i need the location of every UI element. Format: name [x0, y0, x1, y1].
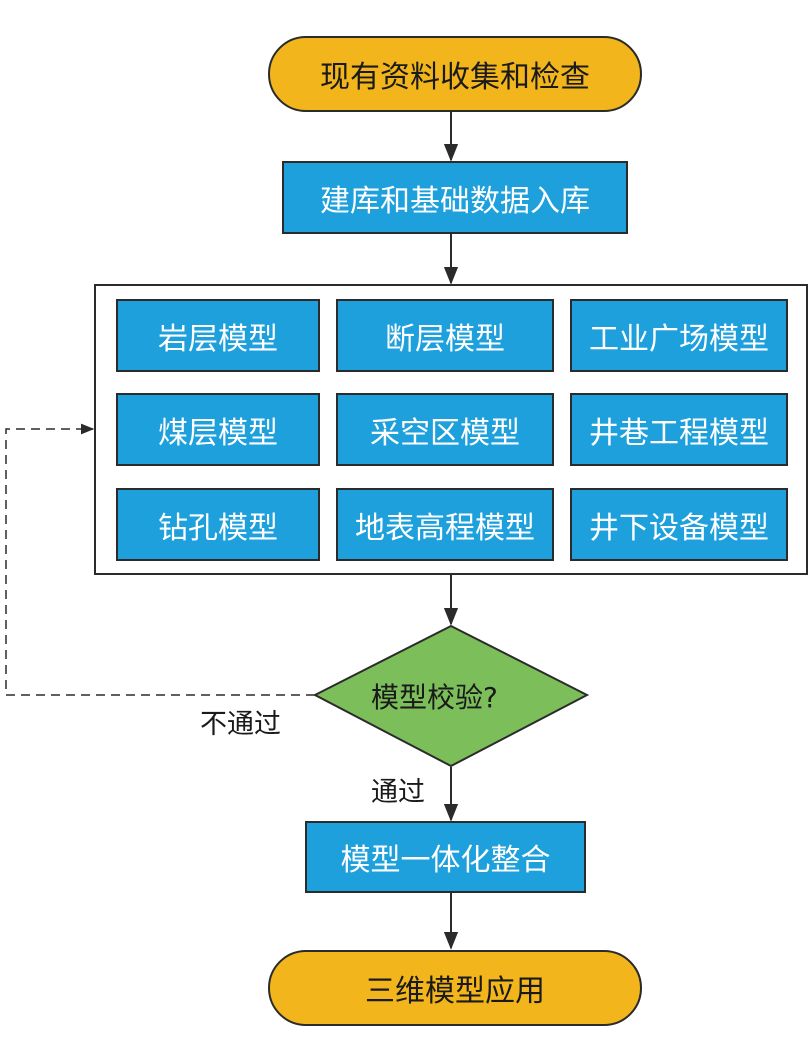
model-label: 井下设备模型: [589, 510, 769, 546]
build-db-step: 建库和基础数据入库: [282, 161, 628, 234]
model-goaf: 采空区模型: [336, 393, 554, 466]
model-underground-equipment: 井下设备模型: [570, 488, 788, 561]
model-label: 井巷工程模型: [589, 415, 769, 451]
model-label: 工业广场模型: [589, 321, 769, 357]
start-label: 现有资料收集和检查: [320, 60, 590, 95]
model-label: 采空区模型: [370, 415, 520, 451]
model-roadway: 井巷工程模型: [570, 393, 788, 466]
end-label: 三维模型应用: [365, 974, 545, 1009]
build-db-label: 建库和基础数据入库: [320, 183, 590, 219]
pass-label: 通过: [371, 777, 425, 808]
end-terminal: 三维模型应用: [268, 950, 642, 1026]
model-surface-elevation: 地表高程模型: [336, 488, 554, 561]
model-coal-seam: 煤层模型: [116, 393, 320, 466]
feedback-loop-dashed: [5, 423, 315, 696]
model-rock-layer: 岩层模型: [116, 299, 320, 372]
model-label: 煤层模型: [158, 415, 278, 451]
model-label: 岩层模型: [158, 321, 278, 357]
model-fault: 断层模型: [336, 299, 554, 372]
start-terminal: 现有资料收集和检查: [268, 36, 642, 112]
model-label: 钻孔模型: [158, 510, 278, 546]
decision-diamond: [312, 624, 590, 768]
model-label: 断层模型: [385, 321, 505, 357]
fail-label: 不通过: [200, 709, 281, 740]
integrate-label: 模型一体化整合: [340, 843, 551, 878]
model-borehole: 钻孔模型: [116, 488, 320, 561]
model-industrial-site: 工业广场模型: [570, 299, 788, 372]
decision-label: 模型校验?: [371, 681, 498, 714]
model-label: 地表高程模型: [355, 510, 535, 546]
integrate-step: 模型一体化整合: [305, 821, 586, 893]
